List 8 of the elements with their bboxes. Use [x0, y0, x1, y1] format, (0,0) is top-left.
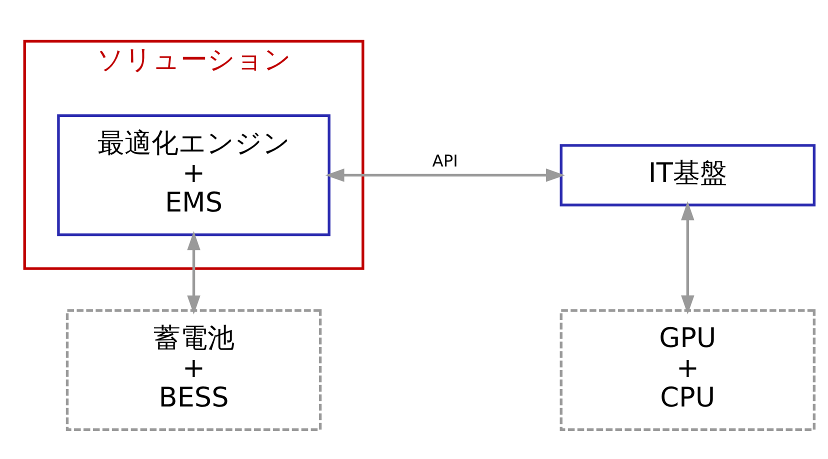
arrow — [325, 168, 565, 182]
edge-label: API — [432, 151, 458, 170]
node-box: GPU + CPU — [560, 308, 816, 430]
node-box: 最適化エンジン + EMS — [57, 114, 330, 236]
node-box: IT基盤 — [560, 144, 816, 206]
arrow — [187, 230, 200, 314]
arrow — [681, 200, 694, 314]
node-box: 蓄電池 + BESS — [66, 308, 322, 430]
